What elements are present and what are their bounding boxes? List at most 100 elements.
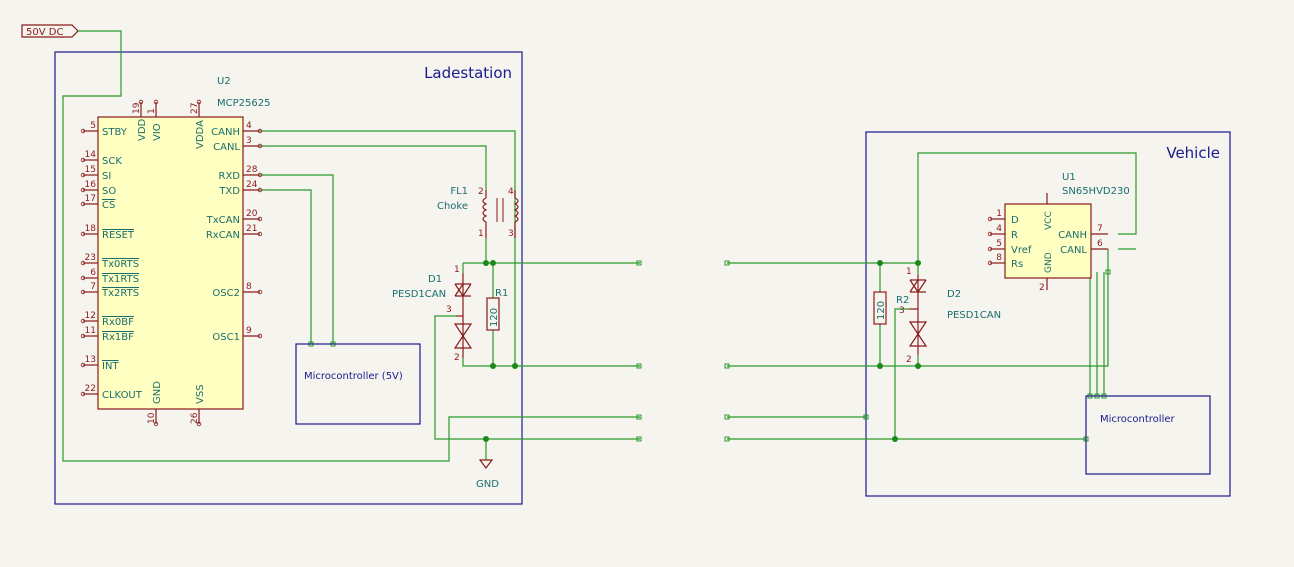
fl1-pin4: 4 xyxy=(508,187,514,197)
u1-pin-rs[interactable]: 8Rs xyxy=(987,253,1023,270)
sheet-vehicle-border xyxy=(865,131,1231,497)
u1-pin-r[interactable]: 4R xyxy=(987,224,1018,241)
mcu-right-label: Microcontroller xyxy=(1100,414,1176,425)
microcontroller-vehicle[interactable]: Microcontroller xyxy=(1085,395,1211,475)
wires xyxy=(62,30,1137,462)
u2-pin-num: 16 xyxy=(85,180,97,190)
u2-pin-name: INT xyxy=(102,361,119,372)
u2-pin-num: 5 xyxy=(90,121,96,131)
u1-pin-gnd-num: 2 xyxy=(1039,283,1045,293)
u2-pin-name: CS xyxy=(102,200,115,211)
u2-pin-name: Tx1RTS xyxy=(101,274,139,285)
u1-pin-vcc-name: VCC xyxy=(1044,211,1054,230)
u2-pin-name: STBY xyxy=(102,127,128,138)
u1-pin-gnd-name: GND xyxy=(1044,252,1054,273)
u1-pin-name: CANH xyxy=(1058,230,1087,241)
d2-pin2: 2 xyxy=(906,355,912,365)
u1-body xyxy=(1004,203,1092,279)
r1-value: 120 xyxy=(489,308,500,327)
u1-pin-gnd[interactable]: GND 2 xyxy=(1039,252,1054,293)
u2-pin-num: 11 xyxy=(85,326,96,336)
d2-tvs-diode[interactable]: D2 PESD1CAN 1 3 2 xyxy=(899,267,1001,365)
u2-pin-num: 14 xyxy=(85,150,97,160)
d1-pin2: 2 xyxy=(454,353,460,363)
u1-value: SN65HVD230 xyxy=(1062,186,1130,197)
d2-value: PESD1CAN xyxy=(947,310,1001,321)
u2-pin-name: VDDA xyxy=(195,120,206,149)
r1-resistor[interactable]: R1 120 xyxy=(486,288,508,331)
power-label-text: 50V DC xyxy=(26,27,63,38)
d1-ref: D1 xyxy=(428,274,442,285)
u2-pin-name: Tx2RTS xyxy=(101,288,139,299)
r2-resistor[interactable]: 120 R2 xyxy=(873,291,909,325)
u2-pin-name: OSC2 xyxy=(212,288,240,299)
u2-pin-num: 13 xyxy=(85,355,96,365)
u2-pin-name: CLKOUT xyxy=(102,390,143,401)
u1-pin-num: 5 xyxy=(996,239,1002,249)
u2-pin-name: Tx0RTS xyxy=(101,259,139,270)
u2-body xyxy=(97,116,244,410)
u2-pin-num: 10 xyxy=(147,412,157,424)
u2-pin-num: 6 xyxy=(90,268,96,278)
sheet-vehicle-title: Vehicle xyxy=(1166,144,1220,162)
d2-pin3: 3 xyxy=(899,306,905,316)
d1-pin3: 3 xyxy=(446,305,452,315)
u1-pin-d[interactable]: 1D xyxy=(987,209,1019,226)
r2-ref: R2 xyxy=(896,295,909,306)
d1-pin1: 1 xyxy=(454,265,460,275)
fl1-pin2: 2 xyxy=(478,187,484,197)
u2-left-pins: 5STBY14SCK15SI16SO17CS18RESET23Tx0RTS6Tx… xyxy=(80,121,143,401)
d1-value: PESD1CAN xyxy=(392,289,446,300)
u2-pin-num: 18 xyxy=(85,224,97,234)
fl1-choke[interactable]: FL1 Choke 2 4 1 3 xyxy=(437,186,519,239)
u1-pin-name: CANL xyxy=(1060,245,1087,256)
u2-pin-name: Rx1BF xyxy=(102,332,134,343)
u1-pin-vcc[interactable]: VCC xyxy=(1044,193,1054,230)
u1-pin-num: 6 xyxy=(1097,239,1103,249)
u1-pin-num: 8 xyxy=(996,253,1002,263)
power-label-50v[interactable]: 50V DC xyxy=(21,24,79,38)
d1-tvs-diode[interactable]: D1 PESD1CAN 1 3 2 xyxy=(392,265,473,363)
u2-pin-num: 19 xyxy=(132,102,142,114)
u2-pin-num: 22 xyxy=(85,384,96,394)
gnd-symbol[interactable]: GND xyxy=(476,459,499,490)
u2-pin-name: RXD xyxy=(219,171,241,182)
fl1-ref: FL1 xyxy=(450,186,468,197)
u2-pin-name: TxCAN xyxy=(206,215,240,226)
microcontroller-5v[interactable]: Microcontroller (5V) xyxy=(295,343,421,425)
u2-pin-num: 20 xyxy=(246,209,258,219)
u2-mcp25625[interactable]: U2 MCP25625 5STBY14SCK15SI16SO17CS18RESE… xyxy=(80,76,270,427)
u2-pin-name: SCK xyxy=(102,156,122,167)
